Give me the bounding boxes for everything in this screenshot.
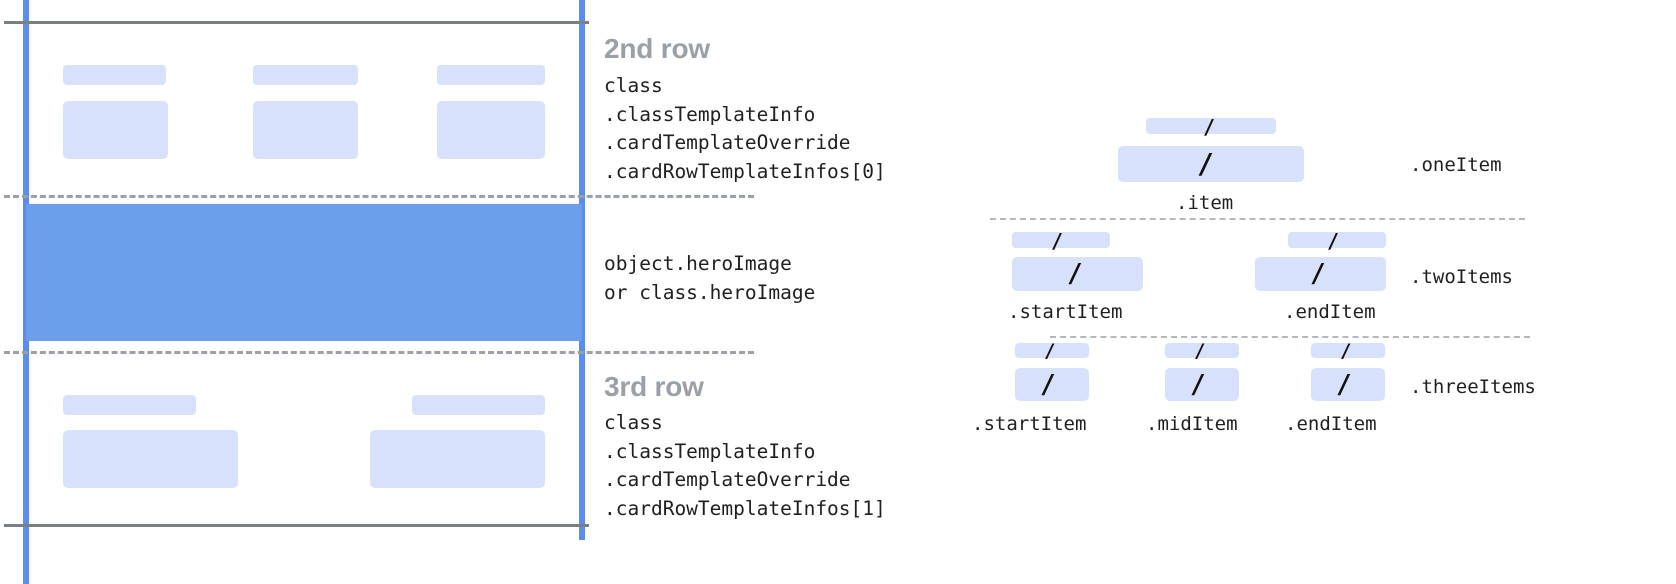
oneitem-group-label: .oneItem [1410,154,1502,176]
twoitems-startitem-title-slash: / [1051,229,1064,253]
divider-oneitem-twoitems [990,218,1525,220]
divider-hero-row3 [4,351,754,354]
row2-col1-title-chip [63,65,166,85]
top-boundary-rule [4,21,589,24]
threeitems-startitem-title-slash: / [1044,340,1056,362]
third-row-code-line-1: .classTemplateInfo [604,439,816,463]
twoitems-enditem-label: .endItem [1284,301,1376,323]
threeitems-startitem-label: .startItem [972,413,1087,435]
row3-col1-body-chip [63,430,238,488]
threeitems-startitem-title-chip [1015,343,1089,358]
threeitems-miditem-label: .midItem [1146,413,1238,435]
oneitem-item-title-chip [1146,118,1276,134]
threeitems-enditem-title-slash: / [1340,340,1352,362]
threeitems-miditem-title-chip [1165,343,1239,358]
twoitems-enditem-body-chip [1255,257,1386,291]
second-row-code-line-1: .classTemplateInfo [604,102,816,126]
third-row-code-line-3: .cardRowTemplateInfos[1] [604,496,886,520]
hero-image-band [26,204,582,341]
divider-row2-hero [4,195,754,198]
threeitems-enditem-body-chip [1311,368,1385,401]
row2-col2-title-chip [253,65,358,85]
threeitems-enditem-title-chip [1311,343,1385,358]
right-vertical-guide [579,0,585,540]
second-row-code-line-0: class [604,74,663,97]
twoitems-group-label: .twoItems [1410,266,1513,288]
twoitems-startitem-body-slash: / [1067,259,1083,289]
divider-twoitems-threeitems [1050,336,1530,338]
twoitems-enditem-title-slash: / [1327,229,1340,253]
third-row-heading: 3rd row [604,371,704,402]
oneitem-item-label: .item [1176,192,1234,214]
row3-col2-body-chip [370,430,545,488]
threeitems-enditem-label: .endItem [1285,413,1377,435]
second-row-code-line-2: .cardTemplateOverride [604,131,851,154]
second-row-heading: 2nd row [604,33,710,64]
twoitems-startitem-body-chip [1012,257,1143,291]
second-row-code-line-3: .cardRowTemplateInfos[0] [604,159,886,183]
threeitems-miditem-body-chip [1165,368,1239,401]
oneitem-item-body-slash: / [1197,147,1214,180]
row3-col1-title-chip [63,395,196,415]
twoitems-enditem-title-chip [1288,232,1386,248]
threeitems-group-label: .threeItems [1410,376,1536,398]
oneitem-item-title-slash: / [1203,115,1216,139]
twoitems-startitem-label: .startItem [1008,301,1123,323]
threeitems-startitem-body-chip [1015,368,1089,401]
row2-col3-body-chip [437,101,545,159]
row3-col2-title-chip [412,395,545,415]
bottom-boundary-rule [4,524,589,527]
threeitems-startitem-body-slash: / [1040,370,1056,400]
third-row-code-line-2: .cardTemplateOverride [604,468,851,491]
threeitems-miditem-body-slash: / [1190,370,1206,400]
third-row-code-line-0: class [604,411,663,434]
twoitems-startitem-title-chip [1012,232,1110,248]
threeitems-enditem-body-slash: / [1336,370,1352,400]
twoitems-enditem-body-slash: / [1310,259,1326,289]
threeitems-miditem-title-slash: / [1194,340,1206,362]
oneitem-item-body-chip [1118,146,1304,182]
row2-col1-body-chip [63,101,168,159]
hero-code-line-1: or class.heroImage [604,280,816,304]
row2-col3-title-chip [437,65,545,85]
hero-code-line-0: object.heroImage [604,252,792,275]
row2-col2-body-chip [253,101,358,159]
